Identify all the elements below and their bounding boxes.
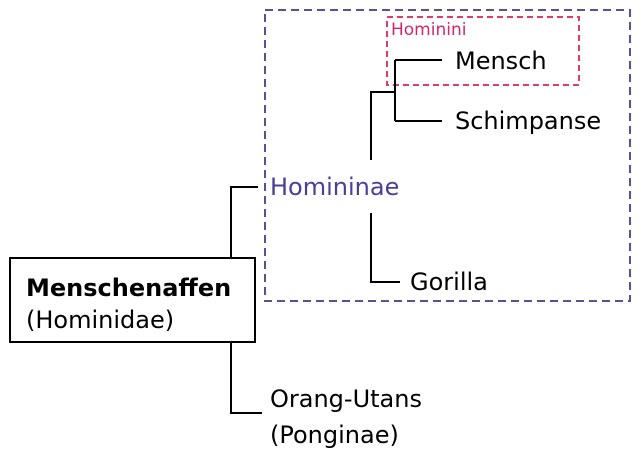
branch-homininae-to-gorilla [370,213,400,283]
homininae-label: Homininae [270,173,399,201]
mensch-label: Mensch [455,47,547,75]
hominini-label: Hominini [391,20,466,40]
schimpanse-label: Schimpanse [455,107,601,135]
root-name-label: Menschenaffen [26,274,231,302]
root-latin-label: (Hominidae) [26,306,174,334]
branch-homininae-to-hominini [370,91,395,160]
orang-utans-name-label: Orang-Utans [270,385,422,413]
homininae-group-box [264,9,631,302]
hominini-group-box [386,16,580,86]
gorilla-label: Gorilla [410,268,488,296]
branch-root-to-homininae [230,186,258,258]
branch-root-to-orang-utans [230,342,262,414]
root-box [9,257,256,343]
orang-utans-latin-label: (Ponginae) [270,421,399,449]
